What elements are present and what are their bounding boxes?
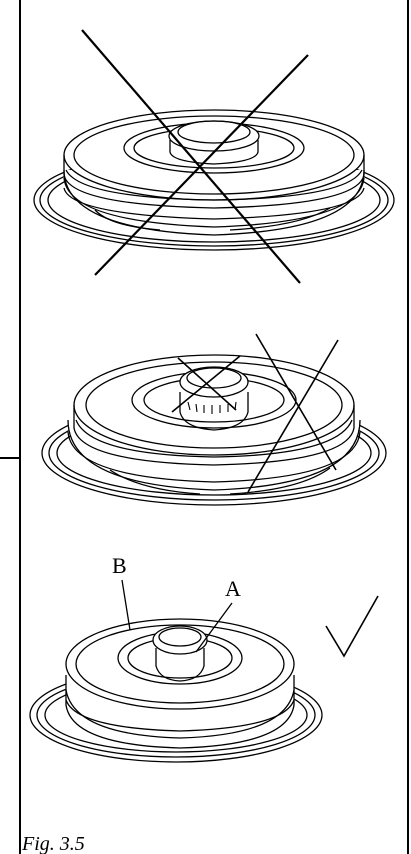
label-b: B xyxy=(112,553,127,578)
cross-line-2d xyxy=(247,339,339,493)
cross-line-2c xyxy=(255,333,337,471)
cross-line-2b xyxy=(171,355,241,413)
figure-caption: Fig. 3.5 xyxy=(21,833,85,854)
cross-line-1a xyxy=(81,29,301,284)
label-a: A xyxy=(225,576,241,601)
check-mark-stroke xyxy=(325,595,379,658)
burner-panel-correct xyxy=(29,618,323,763)
label-b-group: B xyxy=(112,553,131,631)
leader-line-b xyxy=(121,579,131,631)
cross-mark-2 xyxy=(171,333,339,493)
cross-mark-1 xyxy=(81,29,309,284)
flame-spreader xyxy=(65,618,295,710)
flame-spreader xyxy=(63,109,365,209)
burner-panel-wrong-1 xyxy=(33,109,395,251)
label-a-group: A xyxy=(195,576,241,653)
burner-cap xyxy=(152,625,208,682)
check-mark xyxy=(325,595,379,658)
leader-line-a xyxy=(195,602,233,653)
cross-line-1b xyxy=(94,54,309,276)
